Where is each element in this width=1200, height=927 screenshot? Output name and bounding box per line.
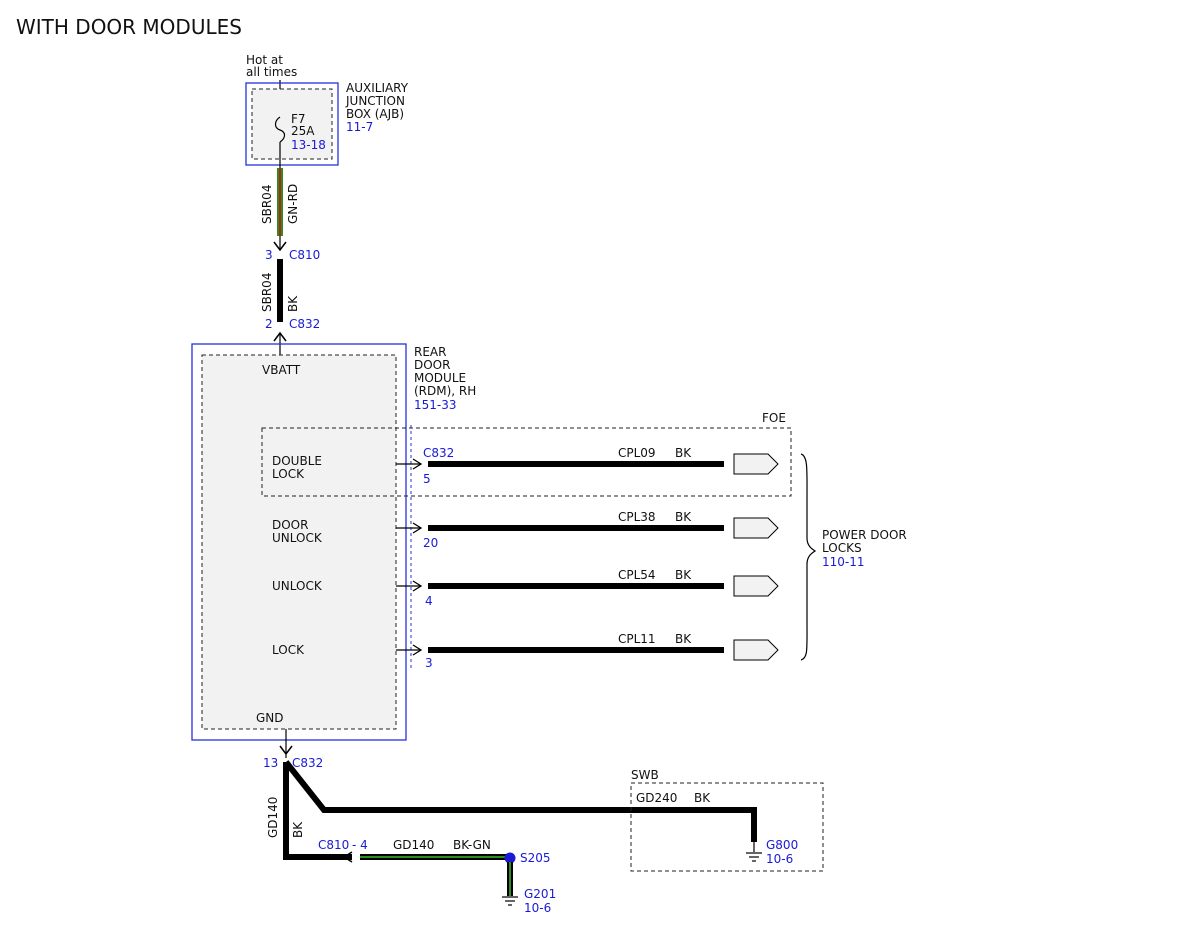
ajb-name-line1: AUXILIARY	[346, 81, 409, 95]
ajb-name-line2: JUNCTION	[345, 94, 405, 108]
g800-name: G800	[766, 838, 798, 852]
c832-double-lock-name: C832	[423, 446, 454, 460]
lock-destination-arrow-icon	[733, 639, 779, 661]
wire-label-gd240: GD240	[636, 791, 677, 805]
wire-label-cpl54-color: BK	[675, 568, 692, 582]
rdm-vbatt-label: VBATT	[262, 363, 301, 377]
c832-door-unlock-pin: 20	[423, 536, 438, 550]
rdm-name-line4: (RDM), RH	[414, 384, 476, 398]
c810-gnd-pin: - 4	[352, 838, 368, 852]
fuse-rating: 25A	[291, 124, 315, 138]
c832-gnd-pin: 13	[263, 756, 278, 770]
foe-box	[261, 427, 792, 497]
power-door-locks-brace	[800, 453, 817, 661]
g201-name: G201	[524, 887, 556, 901]
fuse-symbol-icon	[274, 116, 286, 143]
wire-label-cpl38: CPL38	[618, 510, 656, 524]
c832-top-name: C832	[289, 317, 320, 331]
double-lock-pin-arrow-icon	[412, 458, 423, 470]
splice-s205-icon	[504, 852, 516, 864]
wire-label-cpl09-color: BK	[675, 446, 692, 460]
c832-double-lock-pin: 5	[423, 472, 431, 486]
wire-label-gd240-color: BK	[694, 791, 711, 805]
wire-label-sbr04-upper: SBR04	[260, 185, 274, 224]
c810-pin: 3	[265, 248, 273, 262]
c832-top-pin: 2	[265, 317, 273, 331]
c832-gnd-connector-icon	[279, 745, 293, 756]
output-unlock: 4 CPL54 BK	[396, 568, 779, 608]
fuse-name: F7	[291, 112, 306, 126]
door-unlock-label-line1: DOOR	[272, 518, 308, 532]
c832-unlock-pin: 4	[425, 594, 433, 608]
double-lock-label-line2: LOCK	[272, 467, 305, 481]
hot-label-line1: Hot at	[246, 53, 283, 67]
wire-label-gd140-horizontal-color: BK-GN	[453, 838, 491, 852]
c810-name: C810	[289, 248, 320, 262]
rdm-name-line2: DOOR	[414, 358, 450, 372]
wire-gd240	[283, 760, 757, 842]
double-lock-label-line1: DOUBLE	[272, 454, 322, 468]
ajb-outline	[245, 82, 339, 166]
c832-gnd-name: C832	[292, 756, 323, 770]
g800-ground-icon	[746, 842, 762, 862]
wire-label-gd140-horizontal: GD140	[393, 838, 434, 852]
ajb-name-line3: BOX (AJB)	[346, 107, 404, 121]
lock-label: LOCK	[272, 643, 305, 657]
ajb-inner-box	[251, 88, 333, 160]
c810-gnd-name: C810	[318, 838, 349, 852]
swb-label: SWB	[631, 768, 659, 782]
door-unlock-label-line2: UNLOCK	[272, 531, 323, 545]
foe-label: FOE	[762, 411, 786, 425]
unlock-label: UNLOCK	[272, 579, 323, 593]
wire-label-cpl09: CPL09	[618, 446, 656, 460]
wire-label-cpl11: CPL11	[618, 632, 656, 646]
rdm-gnd-label: GND	[256, 711, 284, 725]
diagram-title: WITH DOOR MODULES	[16, 15, 242, 39]
wire-label-gn-rd: GN-RD	[286, 184, 300, 224]
power-door-locks-line1: POWER DOOR	[822, 528, 907, 542]
fuse-ref: 13-18	[291, 138, 326, 152]
rdm-name-line1: REAR	[414, 345, 446, 359]
ajb-ref: 11-7	[346, 120, 373, 134]
power-door-locks-ref: 110-11	[822, 555, 865, 569]
g800-ref: 10-6	[766, 852, 793, 866]
output-double-lock: C832 5 CPL09 BK	[396, 446, 779, 486]
wire-gd140-green-stripe	[360, 856, 510, 858]
output-door-unlock: 20 CPL38 BK	[396, 510, 779, 550]
c810-gnd-connector-icon	[342, 851, 353, 863]
wire-label-bk-upper: BK	[286, 295, 300, 312]
wire-label-gd140-vertical: GD140	[266, 797, 280, 838]
rdm-name-line3: MODULE	[414, 371, 466, 385]
double-lock-destination-arrow-icon	[733, 453, 779, 475]
lock-pin-arrow-icon	[412, 644, 423, 656]
wire-label-cpl11-color: BK	[675, 632, 692, 646]
output-lock: 3 CPL11 BK	[396, 632, 779, 670]
wire-label-cpl54: CPL54	[618, 568, 656, 582]
splice-s205-name: S205	[520, 851, 551, 865]
c832-lock-pin: 3	[425, 656, 433, 670]
wire-label-gd140-vertical-color: BK	[291, 821, 305, 838]
unlock-destination-arrow-icon	[733, 575, 779, 597]
hot-label-line2: all times	[246, 65, 297, 79]
rdm-outline	[191, 343, 407, 741]
door-unlock-pin-arrow-icon	[412, 522, 423, 534]
g201-ref: 10-6	[524, 901, 551, 915]
power-door-locks-line2: LOCKS	[822, 541, 862, 555]
wire-label-sbr04-lower: SBR04	[260, 273, 274, 312]
g201-ground-icon	[502, 896, 518, 906]
wire-to-g201-stripe	[509, 862, 511, 896]
unlock-pin-arrow-icon	[412, 580, 423, 592]
wire-sbr04-red-stripe	[279, 168, 281, 236]
rdm-ref: 151-33	[414, 398, 457, 412]
wire-label-cpl38-color: BK	[675, 510, 692, 524]
door-unlock-destination-arrow-icon	[733, 517, 779, 539]
rdm-inner-box	[201, 354, 397, 730]
wire-gd140-bk	[283, 762, 352, 860]
